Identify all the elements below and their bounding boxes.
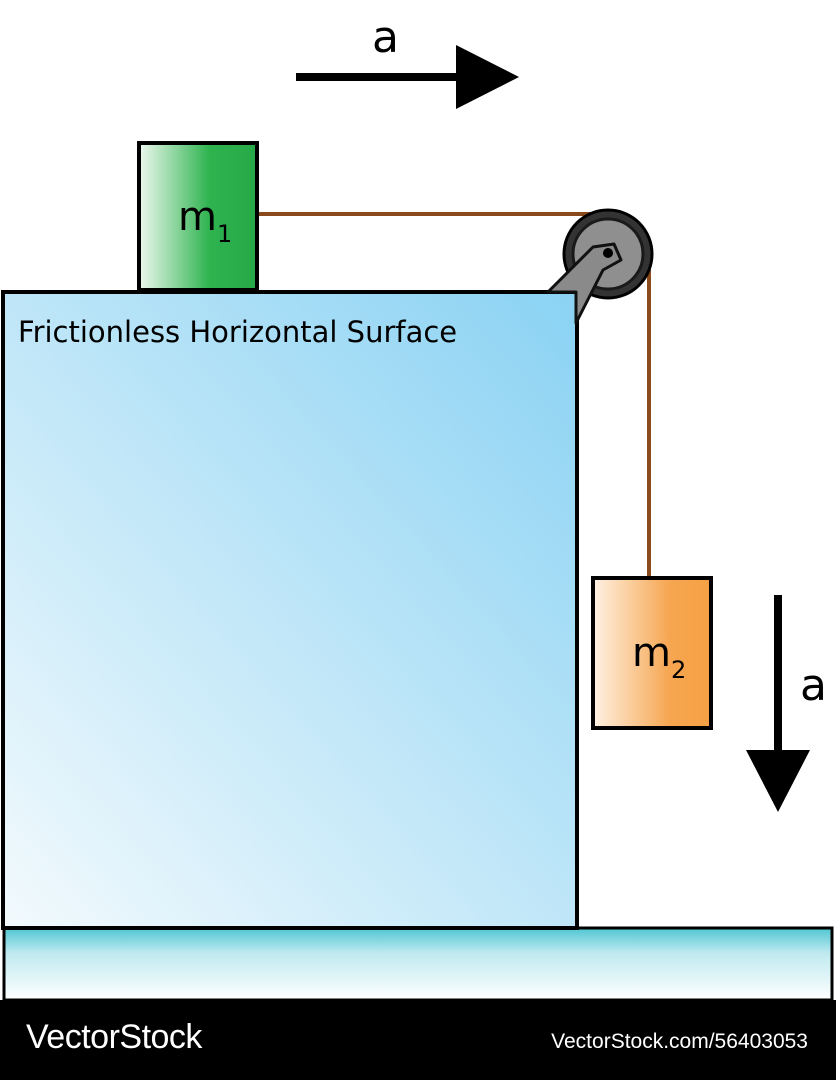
watermark-url: VectorStock.com/56403053 (551, 1030, 808, 1053)
acceleration-label-vertical: a (800, 660, 827, 711)
table-block (1, 290, 579, 930)
pulley-icon (546, 208, 654, 325)
watermark-bar: VectorStock VectorStock.com/56403053 (0, 1000, 836, 1080)
mass-2-label: m2 (632, 630, 686, 684)
mass-1-label: m1 (178, 194, 232, 248)
arrow-right-icon (296, 45, 519, 109)
arrow-down-icon (746, 595, 810, 812)
acceleration-label-horizontal: a (372, 12, 399, 63)
mass-1-block (137, 141, 259, 292)
watermark-brand: VectorStock (26, 1018, 202, 1056)
mass-2-block (591, 576, 713, 730)
surface-label: Frictionless Horizontal Surface (18, 315, 457, 349)
floor (2, 926, 834, 1002)
